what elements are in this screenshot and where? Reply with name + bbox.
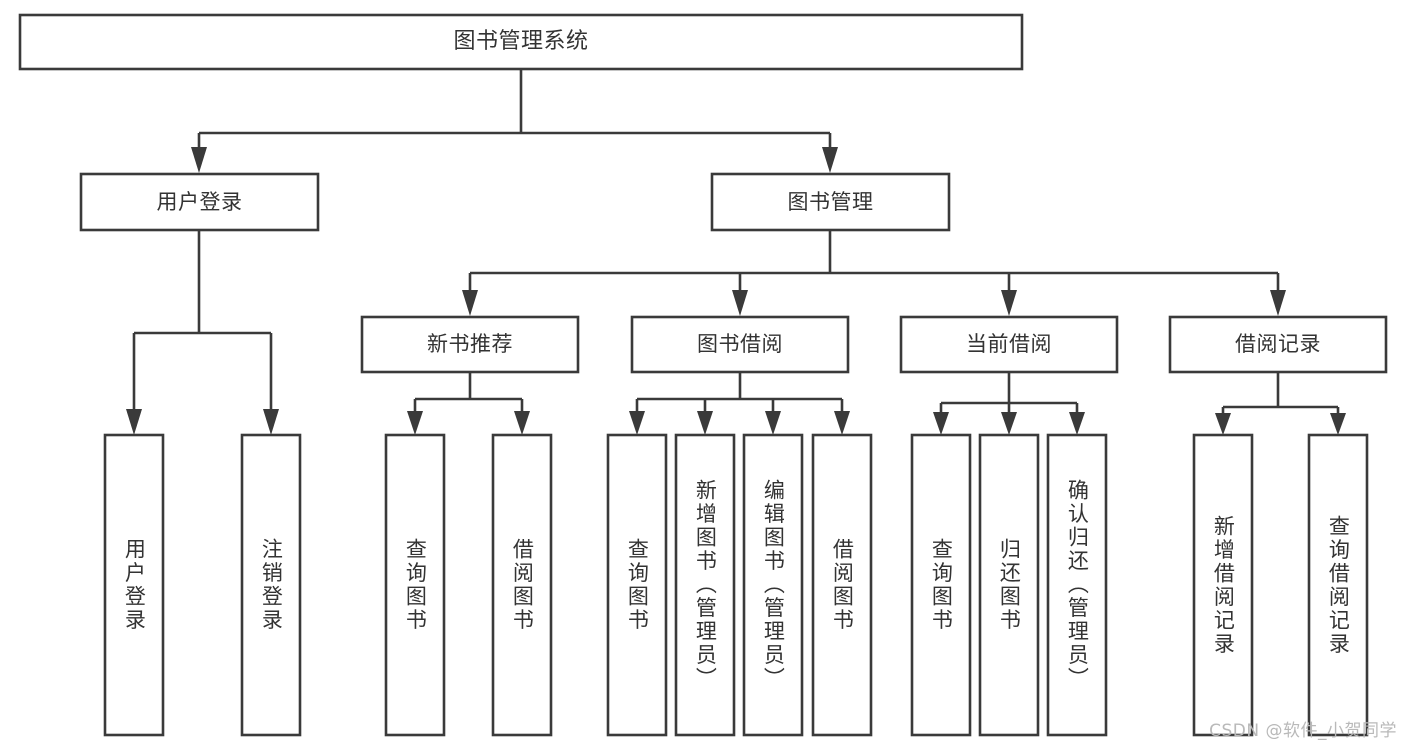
node-book-borrow-box[interactable]: [630, 315, 850, 374]
arrow-book-borrow: [732, 290, 748, 316]
node-book-manage-box[interactable]: [710, 172, 951, 232]
node-new-book-rec-box[interactable]: [360, 315, 580, 374]
arrow-bb-2: [765, 411, 781, 435]
node-leaf-user-login-box[interactable]: [103, 433, 165, 737]
arrow-leaf-user-login: [126, 409, 142, 435]
arrow-user-login: [191, 147, 207, 173]
node-leaf-return-book-box[interactable]: [978, 433, 1040, 737]
arrow-borrow-record: [1270, 290, 1286, 316]
node-leaf-add-book-box[interactable]: [674, 433, 736, 737]
arrow-nbr-0: [407, 411, 423, 435]
node-leaf-query-book-3-box[interactable]: [910, 433, 972, 737]
node-current-borrow-box[interactable]: [899, 315, 1119, 374]
arrow-current-borrow: [1001, 290, 1017, 316]
node-root-box[interactable]: [18, 13, 1024, 71]
node-leaf-query-book-1-box[interactable]: [384, 433, 446, 737]
arrow-br-0: [1215, 413, 1231, 435]
node-user-login-box[interactable]: [79, 172, 320, 232]
node-leaf-query-book-2-box[interactable]: [606, 433, 668, 737]
arrow-nbr-1: [514, 411, 530, 435]
arrow-cb-2: [1069, 412, 1085, 435]
node-borrow-record-box[interactable]: [1168, 315, 1388, 374]
node-leaf-borrow-book-1-box[interactable]: [491, 433, 553, 737]
arrow-br-1: [1330, 413, 1346, 435]
node-leaf-query-record-box[interactable]: [1307, 433, 1369, 737]
node-leaf-add-record-box[interactable]: [1192, 433, 1254, 737]
node-leaf-borrow-book-2-box[interactable]: [811, 433, 873, 737]
arrow-cb-1: [1001, 412, 1017, 435]
arrow-cb-0: [933, 412, 949, 435]
arrow-book-manage: [822, 147, 838, 173]
arrow-new-book-rec: [462, 290, 478, 316]
arrow-bb-0: [629, 411, 645, 435]
arrow-leaf-logout: [263, 409, 279, 435]
node-leaf-logout-box[interactable]: [240, 433, 302, 737]
arrow-bb-3: [834, 411, 850, 435]
watermark-text: CSDN @软件_小贺同学: [1209, 721, 1397, 741]
arrow-bb-1: [697, 411, 713, 435]
node-leaf-confirm-return-box[interactable]: [1046, 433, 1108, 737]
node-leaf-edit-book-box[interactable]: [742, 433, 804, 737]
